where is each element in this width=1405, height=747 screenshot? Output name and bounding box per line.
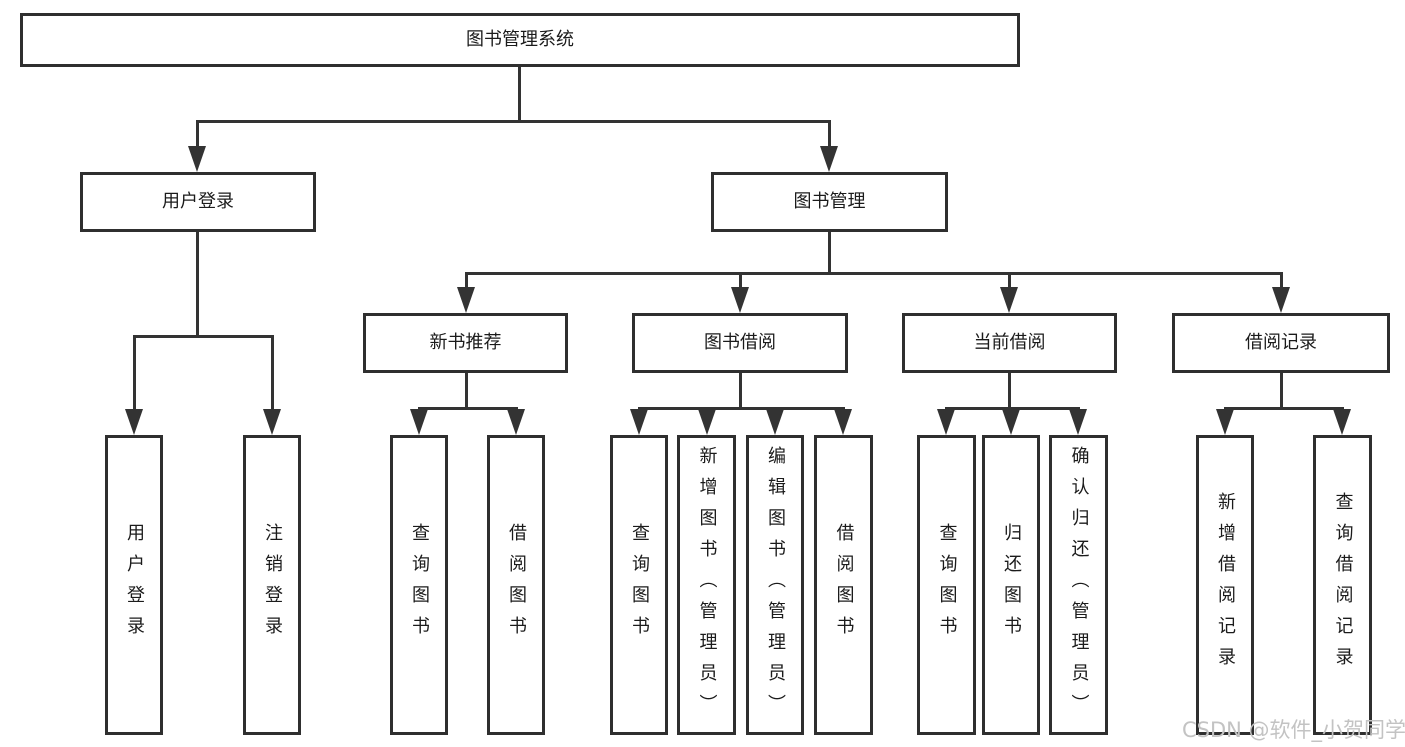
node-new-book-recommend-label: 新书推荐	[429, 332, 502, 353]
arrow-down-icon	[1333, 409, 1351, 435]
leaf-confirm-return-admin-label: 确认归还（管理员）	[1068, 445, 1090, 725]
connector-vline	[1280, 272, 1283, 289]
connector-hline	[133, 335, 274, 338]
leaf-return-books-label: 归还图书	[1001, 523, 1022, 647]
connector-vline	[196, 120, 199, 148]
node-borrow-records-label: 借阅记录	[1245, 332, 1317, 353]
connector-vline	[828, 232, 831, 273]
leaf-logout: 注销登录	[243, 435, 301, 735]
connector-vline	[196, 232, 199, 336]
leaf-user-login-label: 用户登录	[124, 523, 145, 647]
node-book-management: 图书管理	[711, 172, 948, 232]
leaf-user-login: 用户登录	[105, 435, 163, 735]
connector-vline	[828, 120, 831, 148]
node-user-login-label: 用户登录	[162, 191, 234, 212]
leaf-add-borrow-record-label: 新增借阅记录	[1215, 492, 1236, 678]
arrow-down-icon	[766, 409, 784, 435]
leaf-borrow-books: 借阅图书	[814, 435, 873, 735]
leaf-borrow-books-recommend: 借阅图书	[487, 435, 545, 735]
node-root: 图书管理系统	[20, 13, 1020, 67]
node-root-label: 图书管理系统	[466, 29, 574, 50]
node-new-book-recommend: 新书推荐	[363, 313, 568, 373]
arrow-down-icon	[1069, 409, 1087, 435]
leaf-edit-books-admin-label: 编辑图书（管理员）	[765, 445, 786, 725]
node-book-management-label: 图书管理	[793, 191, 866, 212]
arrow-down-icon	[1000, 287, 1018, 313]
arrow-down-icon	[937, 409, 955, 435]
node-borrow-records: 借阅记录	[1172, 313, 1390, 373]
connector-vline	[1008, 373, 1011, 409]
arrow-down-icon	[698, 409, 716, 435]
arrow-down-icon	[630, 409, 648, 435]
arrow-down-icon	[834, 409, 852, 435]
connector-hline	[638, 407, 845, 410]
arrow-down-icon	[188, 146, 206, 172]
node-book-borrow-label: 图书借阅	[704, 332, 776, 353]
arrow-down-icon	[820, 146, 838, 172]
arrow-down-icon	[263, 409, 281, 435]
leaf-query-books-borrow: 查询图书	[610, 435, 668, 735]
connector-vline	[1008, 272, 1011, 289]
arrow-down-icon	[125, 409, 143, 435]
leaf-add-borrow-record: 新增借阅记录	[1196, 435, 1254, 735]
leaf-edit-books-admin: 编辑图书（管理员）	[746, 435, 804, 735]
connector-vline	[465, 373, 468, 409]
connector-vline	[518, 67, 521, 120]
arrow-down-icon	[1216, 409, 1234, 435]
leaf-logout-label: 注销登录	[262, 523, 283, 647]
connector-vline	[271, 335, 274, 411]
connector-hline	[945, 407, 1080, 410]
arrow-down-icon	[1272, 287, 1290, 313]
leaf-borrow-books-recommend-label: 借阅图书	[506, 523, 527, 647]
connector-vline	[465, 272, 468, 289]
leaf-borrow-books-label: 借阅图书	[833, 523, 855, 647]
node-user-login: 用户登录	[80, 172, 316, 232]
leaf-return-books: 归还图书	[982, 435, 1040, 735]
leaf-query-books-recommend-label: 查询图书	[409, 523, 430, 647]
arrow-down-icon	[731, 287, 749, 313]
leaf-query-borrow-record: 查询借阅记录	[1313, 435, 1372, 735]
node-book-borrow: 图书借阅	[632, 313, 848, 373]
leaf-add-books-admin-label: 新增图书（管理员）	[696, 445, 718, 725]
connector-vline	[1280, 373, 1283, 409]
connector-hline	[465, 272, 1283, 275]
arrow-down-icon	[457, 287, 475, 313]
connector-vline	[133, 335, 136, 411]
leaf-query-books-current-label: 查询图书	[936, 523, 958, 647]
arrow-down-icon	[1002, 409, 1020, 435]
leaf-query-borrow-record-label: 查询借阅记录	[1332, 492, 1354, 678]
leaf-query-books-current: 查询图书	[917, 435, 976, 735]
csdn-watermark: CSDN @软件_小贺同学	[1182, 718, 1405, 742]
node-current-borrow-label: 当前借阅	[973, 332, 1046, 353]
leaf-confirm-return-admin: 确认归还（管理员）	[1049, 435, 1108, 735]
arrow-down-icon	[410, 409, 428, 435]
connector-hline	[1224, 407, 1344, 410]
leaf-query-books-recommend: 查询图书	[390, 435, 448, 735]
connector-hline	[418, 407, 518, 410]
leaf-add-books-admin: 新增图书（管理员）	[677, 435, 736, 735]
leaf-query-books-borrow-label: 查询图书	[629, 523, 650, 647]
connector-vline	[739, 272, 742, 289]
connector-vline	[739, 373, 742, 409]
connector-hline	[196, 120, 831, 123]
arrow-down-icon	[507, 409, 525, 435]
node-current-borrow: 当前借阅	[902, 313, 1117, 373]
